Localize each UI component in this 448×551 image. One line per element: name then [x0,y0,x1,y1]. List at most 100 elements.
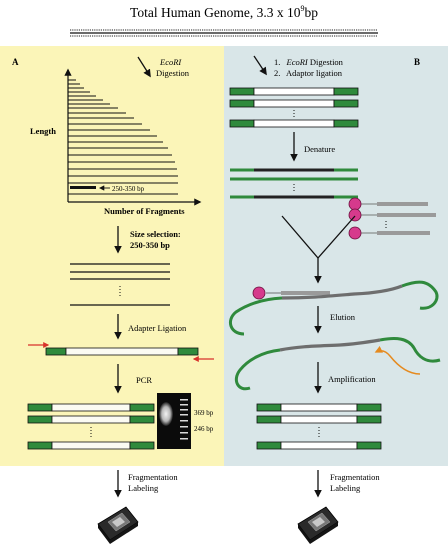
x-axis-label: Number of Fragments [104,206,185,216]
gel-label-lower: 246 bp [194,425,214,433]
elution-label: Elution [330,312,356,322]
pcr-label: PCR [136,375,152,385]
digestion-enzyme-label: EcoRI [159,57,182,67]
ladder-band [180,399,188,401]
magnetic-bead [348,197,362,211]
adapter-right [356,441,382,450]
genome-title: Total Human Genome, 3.3 x 10 [130,5,301,20]
panel-b-letter: B [414,57,420,67]
fragmentation-label-b: Fragmentation [330,472,380,482]
insert-fragment [280,415,358,424]
hybridization-merge [281,215,356,284]
adapter-left [256,403,282,412]
ligated-fragments-b [229,87,359,128]
magnetic-bead [348,208,362,222]
adapter-left [45,347,67,356]
digestion-ligation-arrow [253,55,267,76]
adapter-left [27,403,53,412]
adapter-right [356,403,382,412]
adapter-left [27,415,53,424]
labeling-label-b: Labeling [330,483,361,493]
adapter-left [229,99,255,108]
selected-fragments [70,263,170,306]
digestion-label: Digestion [156,68,190,78]
step-1: 1. EcoRI Digestion [274,57,344,67]
insert-fragment [253,99,335,108]
adapter-strand-tail [234,348,281,391]
adapter-strand-tail [401,280,439,310]
size-selection-label: Size selection: [130,229,181,239]
insert-fragment [280,441,358,450]
magnetic-bead [348,226,362,240]
step-2-number: 2. [274,68,280,78]
panel-b-background [224,46,448,466]
ladder-band [180,432,188,434]
adapter-left [229,119,255,128]
step-1-enzyme: EcoRI [286,57,309,67]
ladder-band [180,426,188,428]
insert-fragment [280,403,358,412]
adapter-ligation-label: Adapter Ligation [128,323,187,333]
gel-smear [159,402,173,426]
adapter-left [229,87,255,96]
adapter-right [177,347,199,356]
ligated-fragment [45,347,199,356]
adapter-right [129,403,155,412]
insert-fragment [253,87,335,96]
gel-image [157,393,191,449]
genome-title-unit: bp [304,5,318,20]
size-range-label: 250-350 bp [112,185,145,193]
pcr-products [27,403,155,450]
step-1-number: 1. [274,57,280,67]
step-2-text: Adaptor ligation [286,68,343,78]
panel-b: B 1. EcoRI Digestion 2. Adaptor ligation… [228,55,441,544]
bead-probes [348,197,436,240]
gel-label-upper: 369 bp [194,409,214,417]
denature-label: Denature [304,144,335,154]
merge-right-branch [317,215,356,259]
adapter-strand-tail [228,296,283,336]
size-selection-range: 250-350 bp [130,240,170,250]
insert-fragment [51,415,131,424]
step-1-text: Digestion [308,57,344,67]
eluted-strand [279,338,381,352]
fragment-distribution [68,79,178,195]
adapter-right [129,415,155,424]
step-2: 2. Adaptor ligation [274,68,343,78]
single-strands [230,168,358,199]
adapter-left [256,415,282,424]
gel-ladder [180,399,188,440]
panel-a: A EcoRI Digestion Length Number of Fragm… [12,56,214,544]
microarray-chip-icon [297,506,339,544]
insert-fragment [65,347,179,356]
ladder-band [180,438,188,440]
adapter-right [333,87,359,96]
magnetic-bead [252,286,266,300]
adapter-right [333,119,359,128]
ladder-band [180,409,188,411]
captured-hybrid [228,280,439,336]
labeling-label-a: Labeling [128,483,159,493]
adapter-strand-tail [379,337,441,363]
insert-fragment [51,403,131,412]
ladder-band [180,420,188,422]
svg-text:Total Human Genome, 3.3 x 109b: Total Human Genome, 3.3 x 109bp [130,4,318,20]
insert-fragment [51,441,131,450]
fragmentation-label-a: Fragmentation [128,472,178,482]
adapter-left [27,441,53,450]
amplified-products [256,403,382,450]
digestion-arrow [137,56,151,78]
ladder-band [180,414,188,416]
insert-fragment [253,119,335,128]
amplification-label: Amplification [328,374,376,384]
panel-a-letter: A [12,57,19,67]
eluted-fragment [234,337,441,391]
microarray-chip-icon [97,506,139,544]
captured-fragment [281,284,403,300]
genome-header: Total Human Genome, 3.3 x 109bp [70,4,378,37]
adapter-left [256,441,282,450]
primer-extension-arrow [374,345,421,375]
genome-title-exponent: 9 [300,4,304,13]
